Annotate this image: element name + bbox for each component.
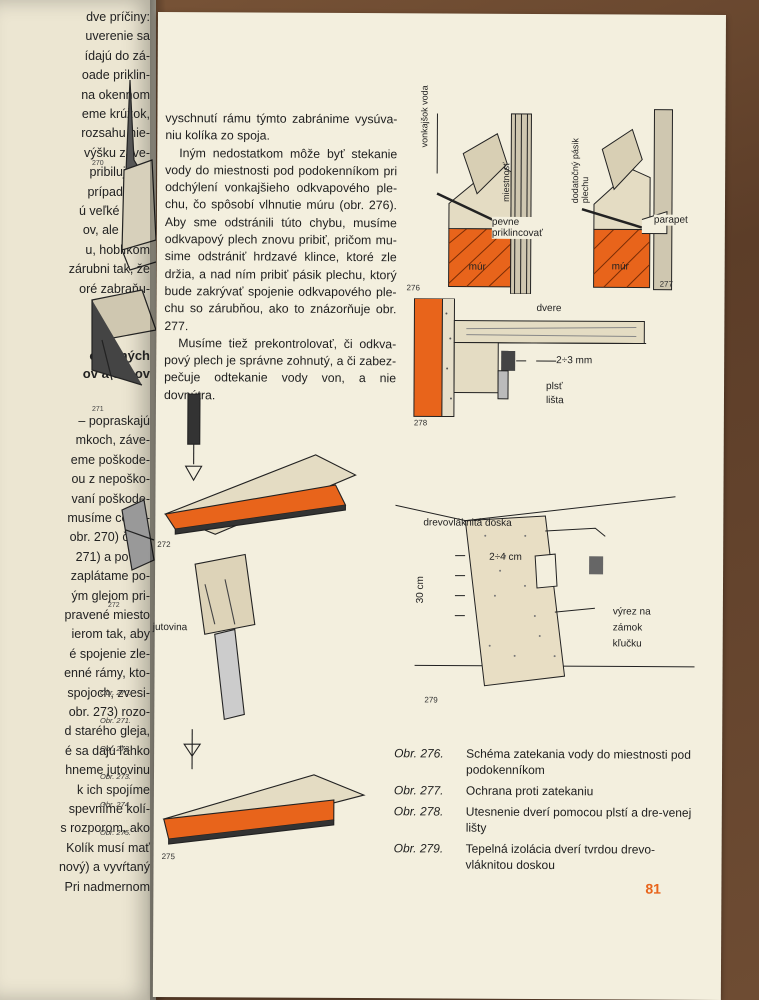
- label-mur-276: múr: [468, 261, 486, 273]
- left-line: vaní poškode-: [71, 491, 150, 506]
- left-page-illustrations: [91, 79, 156, 571]
- fig-number-279: 279: [424, 695, 438, 705]
- page-number: 81: [645, 880, 662, 897]
- figure-277-drawing: [581, 109, 673, 291]
- figure-278: dvere 2÷3 mm plsť lišta 278: [406, 297, 647, 434]
- label-lista: lišta: [545, 395, 564, 407]
- fig-number-278: 278: [413, 418, 428, 428]
- left-caption: Obr. 274.: [100, 800, 131, 809]
- left-line: d starého gleja,: [64, 724, 150, 739]
- left-page: dve príčiny: uverenie sa ídajú do zá-oade …: [0, 0, 156, 1000]
- left-line: – popraskajú: [78, 414, 150, 428]
- caption-278: Obr. 278.Utesnenie dverí pomocou plstí a…: [393, 804, 692, 835]
- left-line: oade priklin-: [81, 68, 150, 83]
- left-line: ierom tak, aby: [71, 627, 150, 642]
- label-vyrez: výrez na zámok kľučku: [612, 606, 651, 650]
- left-line: é spojenie zle-: [69, 646, 150, 661]
- label-jutovina: jutovina: [152, 621, 188, 634]
- left-line: dve príčiny:: [86, 10, 150, 24]
- left-line: nový) a vyvŕtaný: [58, 860, 150, 875]
- figure-279-drawing: [395, 496, 695, 687]
- figure-277: dodatočný pásik plechu parapet múr 277: [542, 99, 688, 295]
- body-text: vyschnutí rámu týmto zabránime vysúva-ni…: [164, 110, 398, 405]
- fig-number-275: 275: [161, 852, 175, 862]
- left-line: hneme jutovinu: [65, 763, 150, 778]
- left-line: ou z nepoško-: [71, 472, 150, 487]
- left-line: mkoch, záve-: [75, 433, 150, 448]
- label-spacing: 2÷4 cm: [489, 551, 522, 563]
- left-line: zaplátame po-: [70, 569, 150, 584]
- caption-279: Obr. 279.Tepelná izolácia dverí tvrdou d…: [393, 841, 656, 873]
- left-line: eme krúžok,: [81, 107, 150, 121]
- label-vonkajsok: vonkajšok voda: [419, 85, 430, 148]
- fig-number-273: 272: [157, 540, 171, 550]
- fig-number-271: 271: [92, 406, 104, 413]
- figures-273-275-drawings: [162, 393, 366, 845]
- left-line: spevníme kolí-: [68, 802, 150, 816]
- figure-276-drawing: [436, 113, 532, 295]
- left-caption: Obr. 273.: [100, 772, 131, 781]
- left-line: na okennom: [81, 87, 150, 102]
- caption-277: Obr. 277.Ochrana proti zatekaniu: [393, 783, 594, 799]
- label-gap: 2÷3 mm: [556, 355, 593, 367]
- fig-number-276: 276: [406, 283, 420, 293]
- left-line: k ich spojíme: [77, 782, 150, 797]
- left-line: zárubni tak, že: [68, 262, 150, 277]
- left-caption: Obr. 275.: [100, 828, 131, 837]
- left-line: Kolík musí mať: [66, 840, 150, 855]
- left-line: Pri nadmernom: [64, 879, 150, 894]
- label-dvere: dvere: [536, 302, 562, 315]
- left-line: é sa dajú ľahko: [65, 743, 150, 758]
- left-line: obr. 273) rozo-: [68, 705, 150, 719]
- caption-276: Obr. 276.Schéma zatekania vody do miestn…: [394, 746, 691, 778]
- left-caption: Obr. 270.: [100, 688, 131, 697]
- figure-276: vonkajšok voda miestnosť pevne priklinco…: [406, 85, 552, 295]
- left-line: spojoch, zvesi-: [67, 685, 150, 700]
- left-line: ým glejom pri-: [71, 588, 151, 603]
- label-parapet: parapet: [653, 214, 688, 226]
- left-line: enné rámy, kto-: [64, 666, 150, 681]
- left-line: s rozporom, ako: [60, 821, 150, 836]
- left-line: eme poškode-: [70, 452, 150, 467]
- figure-279: drevovláknitá doska 2÷4 cm 30 cm výrez n…: [394, 475, 695, 712]
- left-line: uverenie sa: [85, 29, 150, 44]
- left-caption: Obr. 271.: [100, 716, 131, 725]
- left-line: pravené miesto: [64, 608, 150, 622]
- paragraph-2: Iným nedostatkom môže byť stekanie vody …: [164, 145, 398, 333]
- figure-captions: Obr. 276.Schéma zatekania vody do miestn…: [393, 745, 694, 879]
- fig-number-272: 272: [108, 602, 120, 609]
- label-plst: plsť: [546, 381, 563, 393]
- fig-number-270: 270: [92, 160, 104, 167]
- label-30cm: 30 cm: [414, 576, 427, 604]
- label-dodatocny-pasik: dodatočný pásik plechu: [570, 138, 591, 204]
- paragraph-1: vyschnutí rámu týmto zabránime vysúva-ni…: [165, 111, 398, 143]
- left-caption: Obr. 272.: [100, 744, 131, 753]
- label-mur-277: múr: [611, 261, 629, 273]
- figure-278-drawing: [413, 297, 647, 418]
- right-page: vyschnutí rámu týmto zabránime vysúva-ni…: [153, 12, 726, 1000]
- label-drevovlaknita-doska: drevovláknitá doska: [423, 517, 512, 529]
- label-miestnost: miestnosť: [501, 162, 512, 202]
- fig-number-277: 277: [659, 279, 673, 289]
- left-line: ídajú do zá-: [84, 48, 150, 63]
